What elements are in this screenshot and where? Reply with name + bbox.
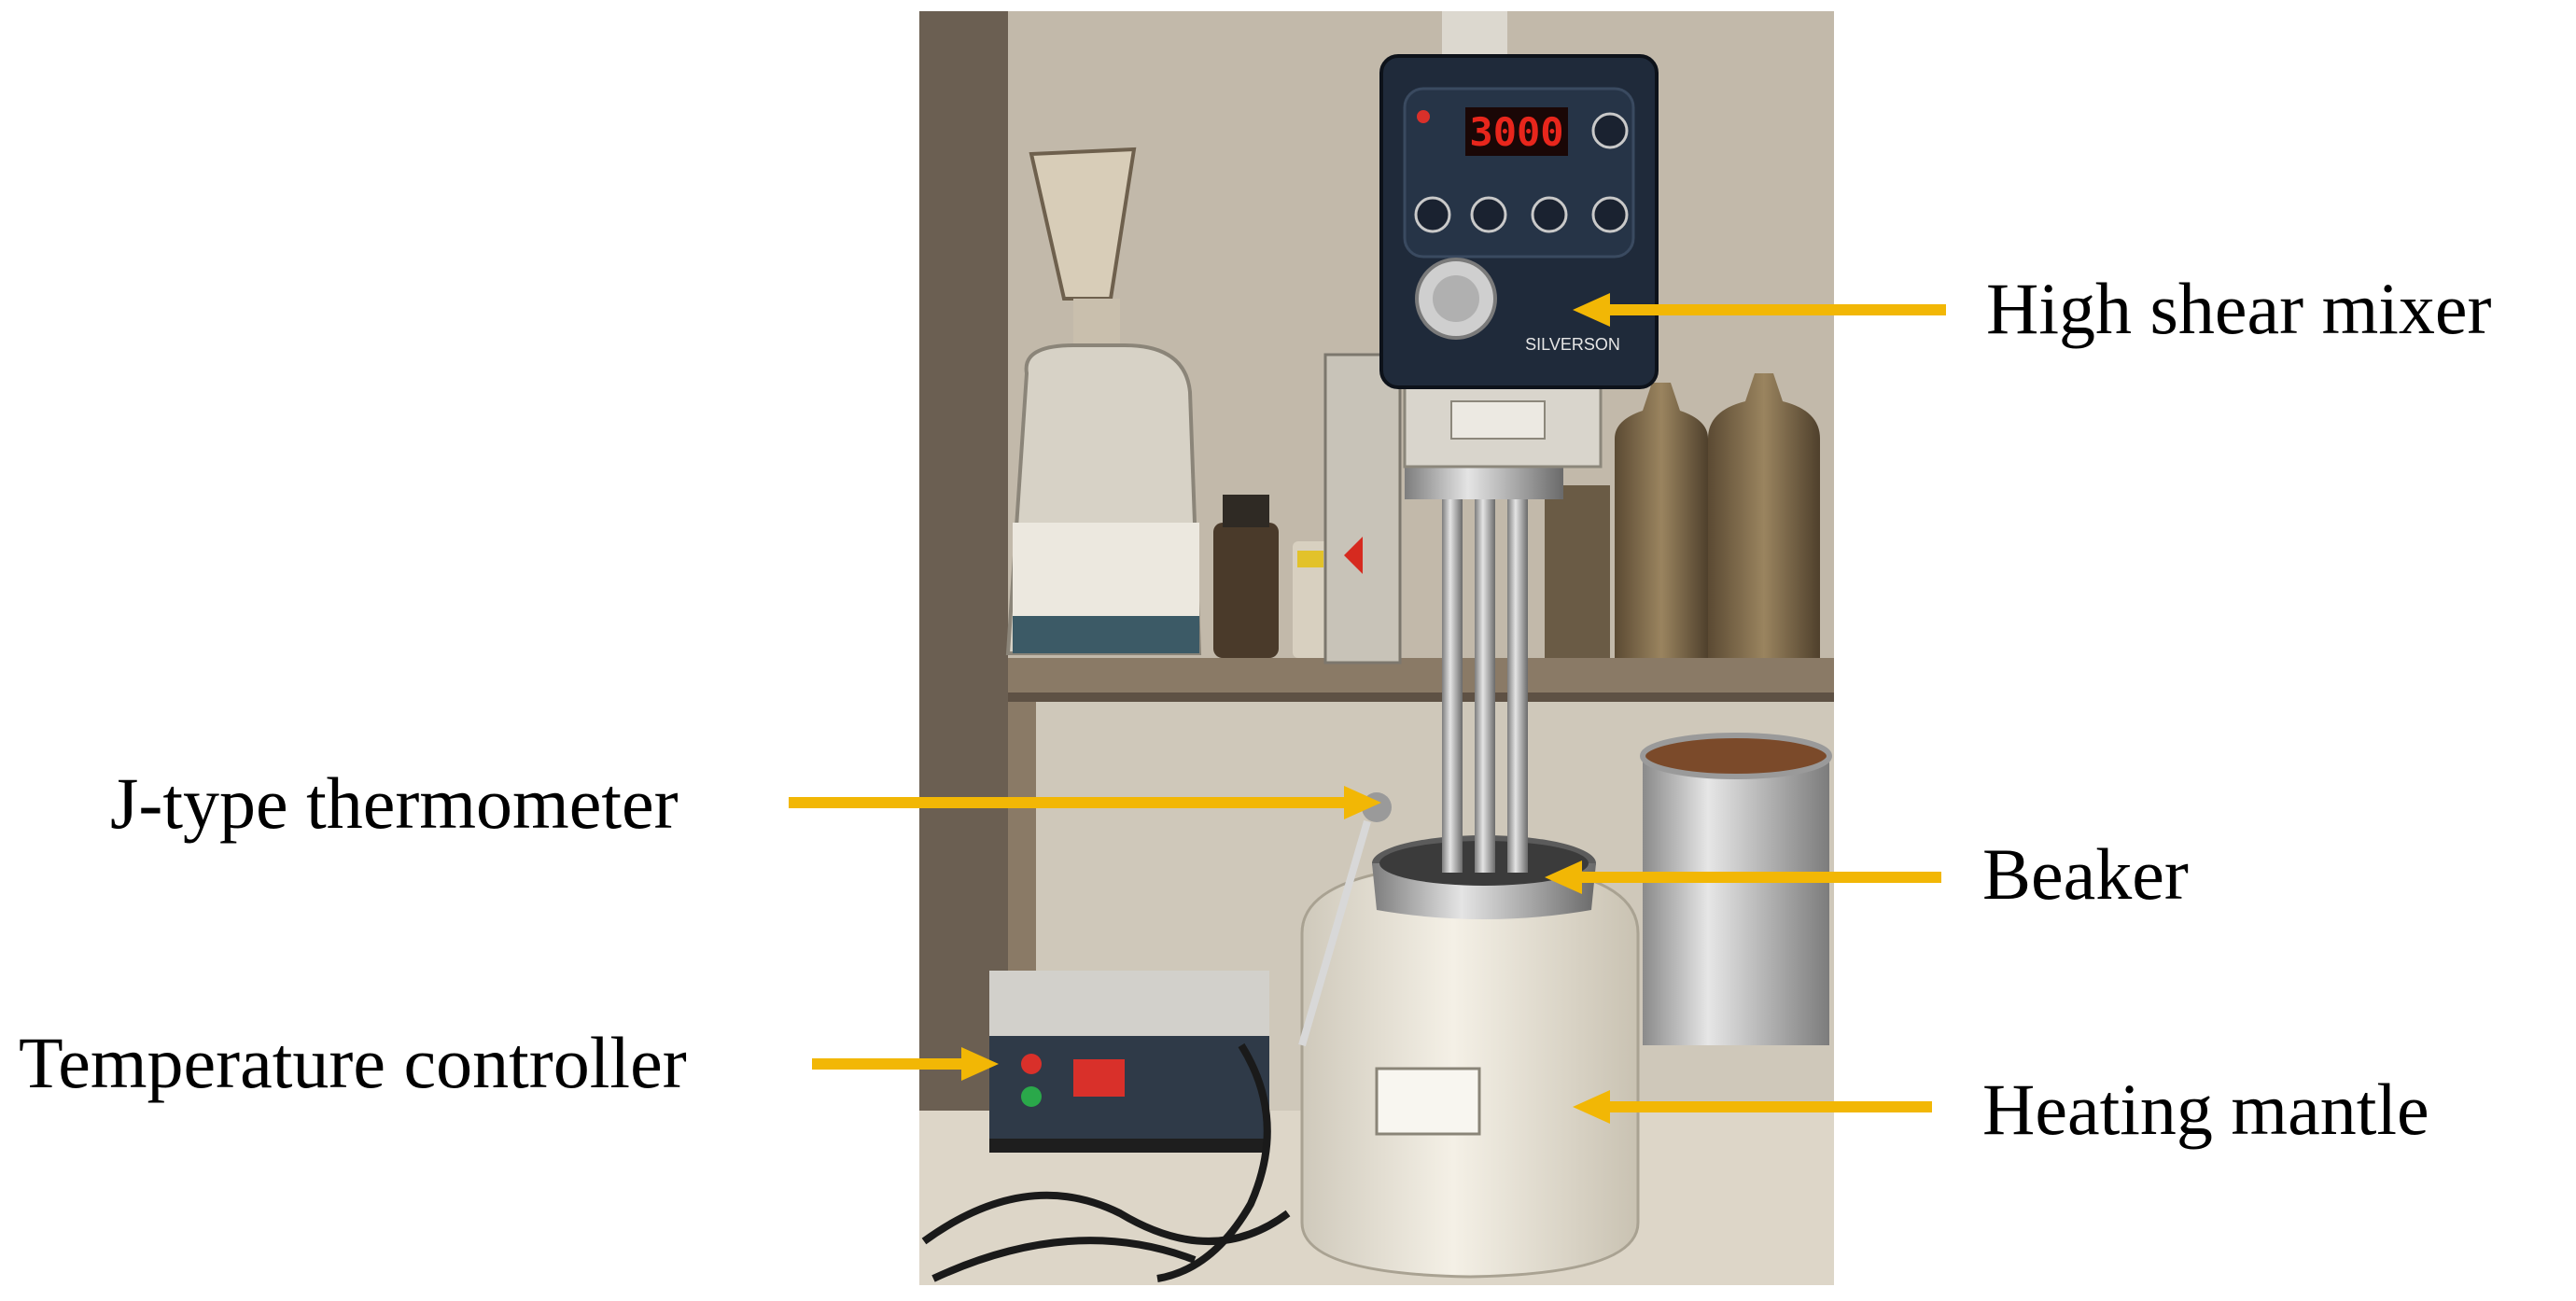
arrow-high-shear-mixer	[1573, 293, 1946, 327]
mixer-brand: SILVERSON	[1525, 335, 1620, 354]
label-temperature-controller: Temperature controller	[19, 1022, 687, 1103]
label-heating-mantle: Heating mantle	[1982, 1069, 2429, 1150]
brown-bottles	[1545, 373, 1820, 658]
heating-mantle	[1300, 861, 1640, 1279]
small-bottles	[1213, 495, 1330, 658]
mixer-neck	[1403, 381, 1603, 469]
mixer-shaft	[1405, 462, 1563, 873]
chemical-jug	[1005, 147, 1202, 655]
temperature-controller-device	[989, 971, 1269, 1153]
arrow-heating-mantle	[1573, 1090, 1932, 1124]
arrows	[789, 293, 1946, 1124]
arrow-j-type-thermometer	[789, 786, 1381, 819]
mixer-head: 3000 SILVERSON	[1379, 54, 1659, 389]
cables	[921, 1042, 1291, 1282]
arrow-beaker	[1545, 860, 1941, 894]
label-j-type-thermometer: J-type thermometer	[110, 762, 679, 844]
arrow-temperature-controller	[812, 1047, 999, 1081]
foil-container	[1323, 353, 1402, 664]
mixer-display: 3000	[1469, 109, 1563, 155]
label-beaker: Beaker	[1982, 833, 2189, 915]
label-high-shear-mixer: High shear mixer	[1986, 268, 2492, 349]
metal-can	[1640, 733, 1832, 1045]
